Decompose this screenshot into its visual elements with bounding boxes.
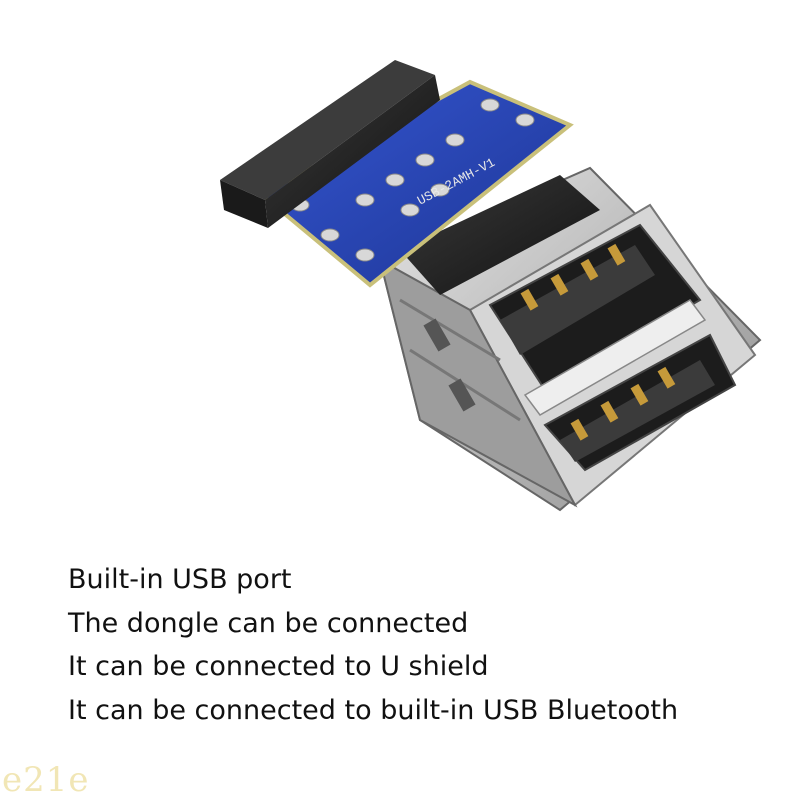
feature-list: Built-in USB port The dongle can be conn… [68,558,678,732]
usb-port-divider [523,299,707,416]
connector-base [400,175,600,295]
feature-bluetooth-connect: It can be connected to built-in USB Blue… [68,694,679,726]
product-photo: USB-2AMH-V1 [220,60,762,512]
usb-port-upper [488,223,702,392]
watermark-logo: e21e [2,760,90,800]
feature-built-in-usb-port: Built-in USB port [68,564,292,595]
usb-port-lower [543,333,737,472]
feature-u-shield-connect: It can be connected to U shield [68,651,489,682]
pin-header-connector [220,60,440,228]
feature-dongle-connect: The dongle can be connected [68,607,469,639]
